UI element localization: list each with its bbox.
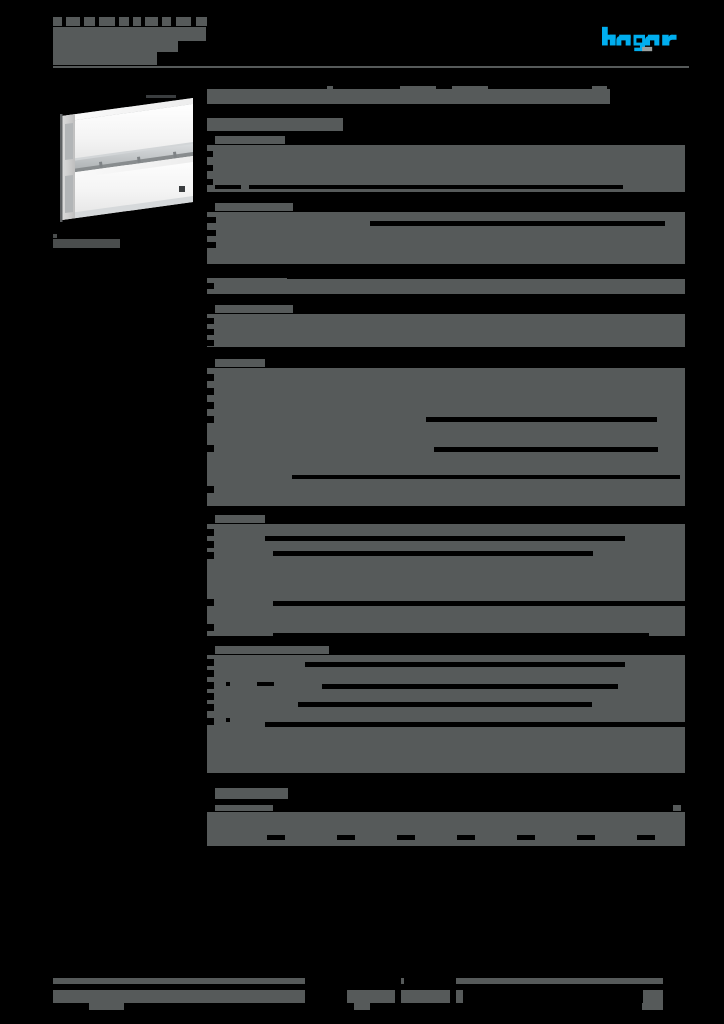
hager-logo[interactable] — [602, 26, 688, 52]
spec-section — [207, 646, 685, 774]
spec-section — [207, 783, 685, 805]
spec-section — [207, 515, 685, 638]
header-divider — [53, 66, 689, 68]
spec-section — [207, 305, 685, 350]
spec-section — [207, 359, 685, 519]
main-column — [207, 86, 689, 847]
left-column — [53, 86, 193, 254]
spec-section — [207, 805, 685, 847]
product-image-caption-redacted — [53, 234, 193, 254]
page-header — [0, 0, 724, 78]
page-footer: hager.com/de-ch — [0, 975, 724, 1020]
spec-section — [207, 274, 685, 298]
spec-section — [207, 136, 685, 194]
page-subtitle-redacted — [207, 112, 689, 136]
spec-section — [207, 203, 685, 265]
page-title-redacted — [207, 86, 689, 112]
product-image — [53, 86, 201, 228]
